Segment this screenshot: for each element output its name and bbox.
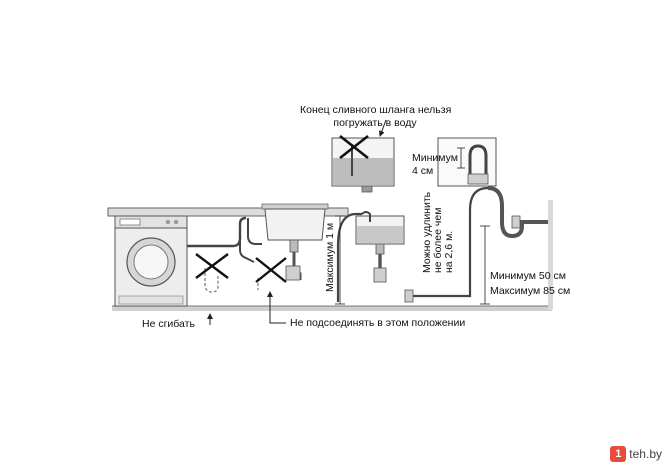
wrong-connection-example xyxy=(255,257,287,290)
wall-siphon xyxy=(487,186,548,239)
max-85cm-label: Максимум 85 см xyxy=(490,285,571,297)
extend-line3: на 2,6 м. xyxy=(443,230,455,273)
washing-machine-icon xyxy=(114,215,188,307)
no-bend-label: Не сгибать xyxy=(142,318,195,330)
submerge-warning-line2: погружать в воду xyxy=(333,117,417,129)
siphon-height-dimension xyxy=(480,225,490,305)
submerge-warning-label: Конец сливного шланга нельзя погружать в… xyxy=(300,104,452,130)
max-1m-label: Максимум 1 м xyxy=(324,222,336,292)
submerged-hose-inset xyxy=(331,119,395,193)
kitchen-sink xyxy=(261,203,329,281)
watermark-text: teh.by xyxy=(629,447,662,461)
extend-length-label: Можно удлинить не более чем на 2,6 м. xyxy=(421,192,455,273)
hose-connector xyxy=(404,289,414,303)
countertop xyxy=(107,207,349,217)
min-4cm-label: Минимум 4 см xyxy=(412,152,458,178)
drain-hose xyxy=(336,212,362,302)
watermark-badge: 1 xyxy=(610,446,627,462)
submerge-warning-line1: Конец сливного шланга нельзя xyxy=(300,104,452,116)
wrong-bend-example xyxy=(195,253,229,293)
min-4cm-line2: 4 см xyxy=(412,165,434,177)
min-4cm-line1: Минимум xyxy=(412,152,458,164)
hose-hook-inset xyxy=(437,137,497,187)
no-connect-label: Не подсоединять в этом положении xyxy=(290,317,466,329)
floor xyxy=(112,306,552,311)
max-height-dimension xyxy=(335,215,345,305)
drain-sink xyxy=(355,211,405,283)
watermark-logo: 1 teh.by xyxy=(610,445,662,463)
wall xyxy=(548,200,553,310)
min-50cm-label: Минимум 50 см xyxy=(490,270,566,282)
